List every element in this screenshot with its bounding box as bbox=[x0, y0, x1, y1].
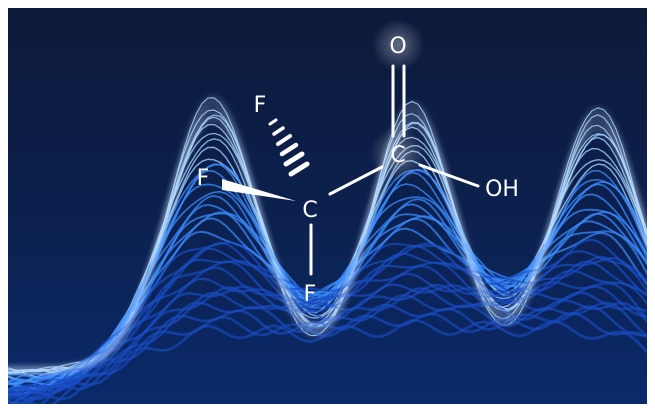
wave-line bbox=[8, 238, 647, 398]
carbonyl-oxygen-glow bbox=[372, 19, 424, 71]
atom-oxygen-carbonyl: O bbox=[389, 34, 406, 59]
trifluoroacetic-acid-wave-illustration: O C OH C F F F bbox=[8, 8, 647, 404]
wave-line bbox=[8, 272, 647, 404]
wave-lines bbox=[8, 95, 647, 404]
atom-hydroxyl: OH bbox=[485, 177, 519, 202]
carbon-carbon-bond bbox=[328, 165, 384, 196]
wave-glow bbox=[8, 117, 647, 374]
atom-fluorine-bottom: F bbox=[304, 282, 317, 307]
wedge-bond bbox=[222, 179, 296, 201]
atom-fluorine-left: F bbox=[197, 166, 210, 191]
atom-carbon-carboxyl: C bbox=[390, 143, 405, 168]
image-frame: O C OH C F F F bbox=[8, 8, 647, 404]
molecule-structure: O C OH C F F F bbox=[197, 19, 519, 307]
carbon-hydroxyl-bond bbox=[418, 163, 480, 188]
carboxyl-carbon-glow bbox=[370, 126, 426, 182]
wave-line bbox=[8, 319, 647, 404]
atom-fluorine-top: F bbox=[254, 93, 267, 118]
atom-carbon-alpha: C bbox=[302, 198, 317, 223]
hashed-wedge-bond bbox=[268, 118, 310, 177]
